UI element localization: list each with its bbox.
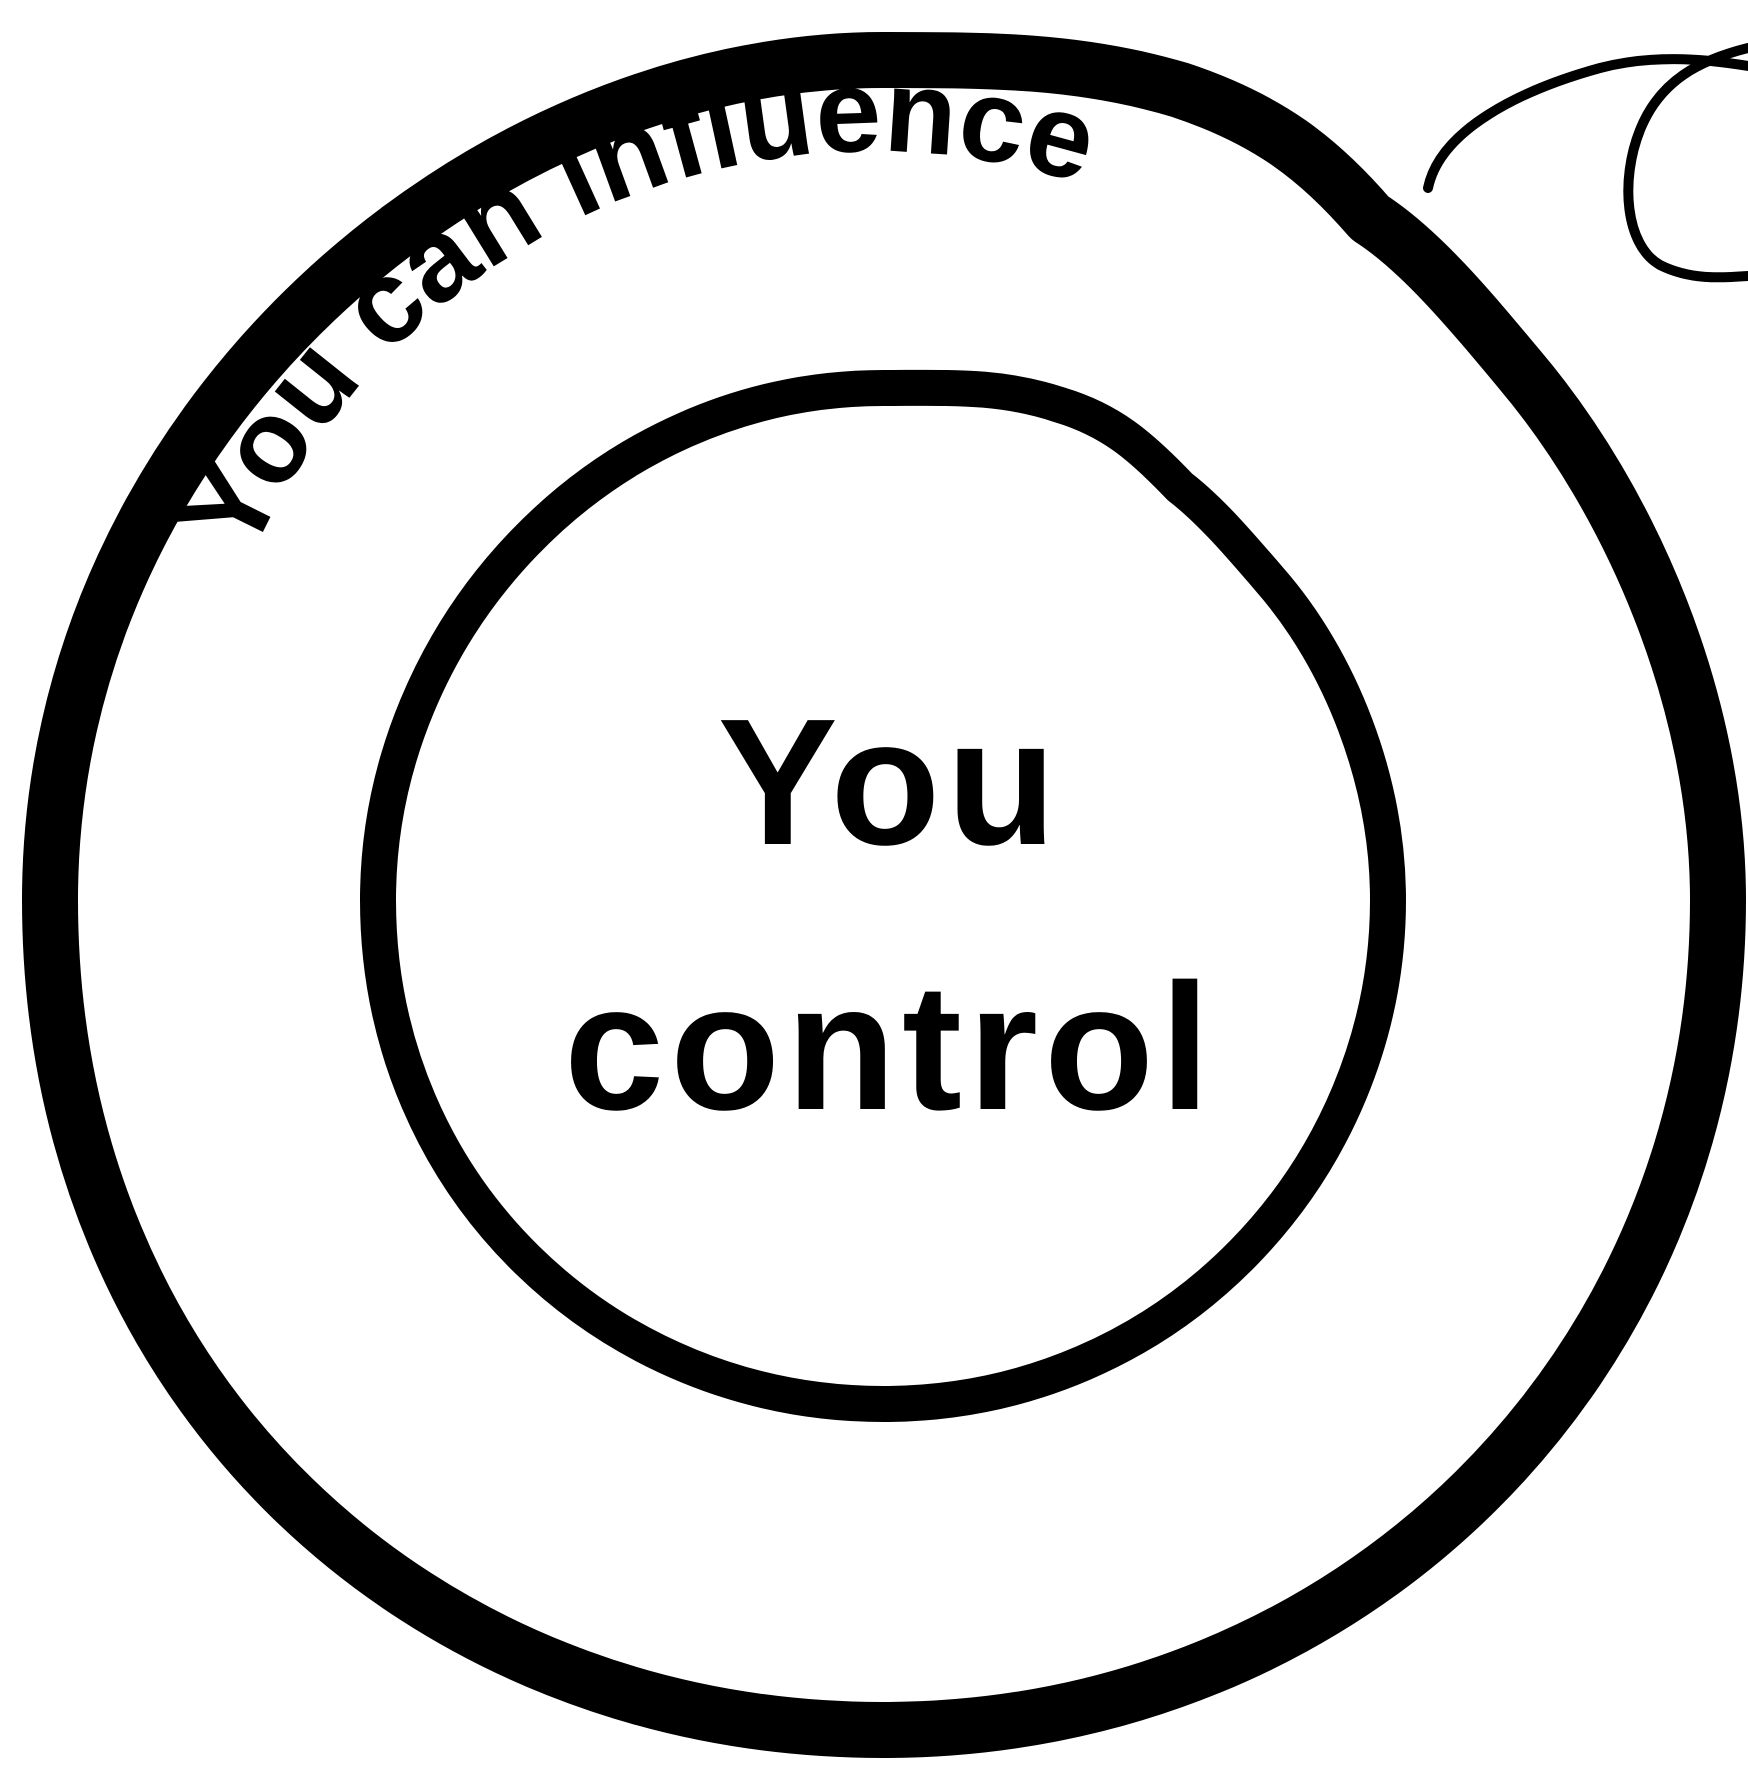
outer-circle-label-path: You can influence (154, 44, 1110, 571)
inner-label-line-1: You (717, 682, 1063, 883)
swirl-decoration-loop (1623, 43, 1748, 283)
swirl-decoration (1423, 54, 1748, 193)
inner-circle (360, 369, 1406, 1422)
outer-circle (22, 32, 1746, 1758)
outer-circle-label: You can influence (154, 44, 1110, 571)
inner-circle-label: You control (480, 650, 1300, 1180)
inner-label-line-2: control (564, 947, 1216, 1148)
